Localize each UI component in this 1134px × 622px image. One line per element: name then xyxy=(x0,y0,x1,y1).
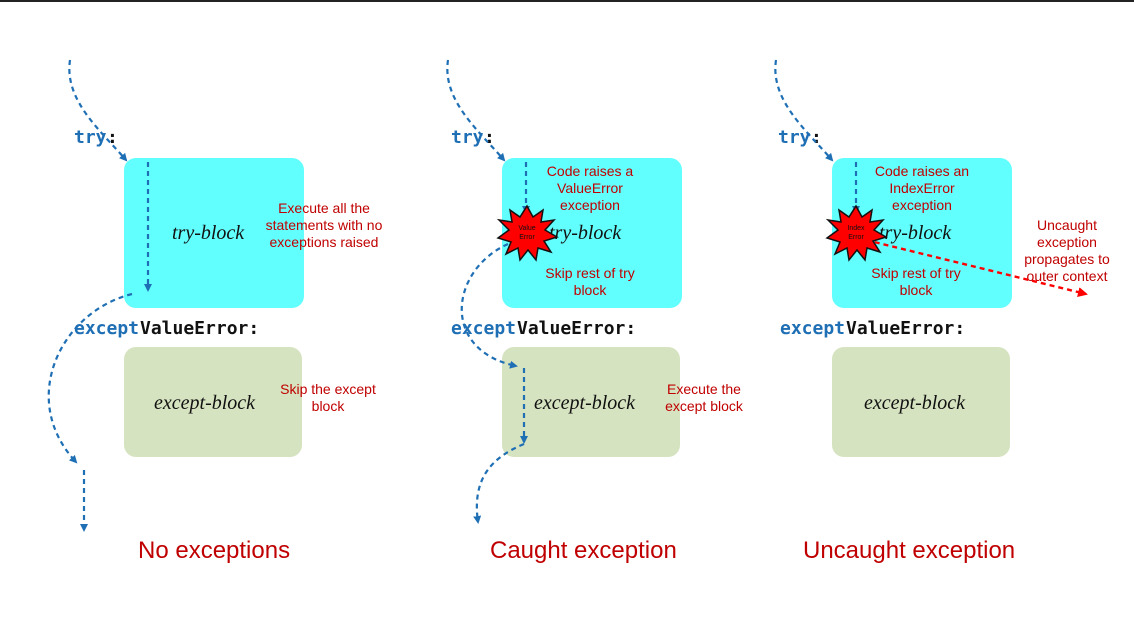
svg-text:Value: Value xyxy=(518,225,535,232)
explosion-icon-valueerror: Value Error xyxy=(496,204,559,262)
skip-note: Skip rest of try block xyxy=(545,265,635,298)
arrow-exit xyxy=(473,442,525,524)
try-block-box xyxy=(124,158,304,308)
arrow-propagate xyxy=(865,238,1088,297)
try-colon: : xyxy=(811,127,822,148)
try-keyword: try xyxy=(778,127,811,148)
except-keyword: except xyxy=(780,318,846,339)
explosion-icon-indexerror: Index Error xyxy=(825,204,888,262)
except-block-box xyxy=(502,347,680,457)
skip-note: Skip rest of try block xyxy=(871,265,961,298)
try-block-label: try-block xyxy=(172,222,245,244)
raise-note: Code raises an IndexError exception xyxy=(874,163,970,213)
caption: Caught exception xyxy=(490,537,677,564)
caption: No exceptions xyxy=(138,537,291,564)
try-note: Execute all the statements with no excep… xyxy=(265,200,383,250)
except-block-label: except-block xyxy=(864,392,966,414)
arrow-entry xyxy=(68,59,128,162)
try-block-label: try-block xyxy=(879,222,952,244)
caption: Uncaught exception xyxy=(803,537,1016,564)
top-rule xyxy=(0,0,1134,2)
svg-text:Index: Index xyxy=(847,225,865,232)
except-note: Execute the except block xyxy=(665,381,743,414)
except-keyword: except xyxy=(74,318,140,339)
try-colon: : xyxy=(484,127,495,148)
try-colon: : xyxy=(107,127,118,148)
except-block-box xyxy=(124,347,302,457)
except-block-label: except-block xyxy=(154,392,256,414)
except-exception-type: ValueError: xyxy=(846,318,966,339)
propagate-note: Uncaught exception propagates to outer c… xyxy=(1024,217,1110,284)
except-block-label: except-block xyxy=(534,392,636,414)
except-exception-type: ValueError: xyxy=(140,318,260,339)
try-keyword: try xyxy=(74,127,107,148)
svg-text:Error: Error xyxy=(848,234,864,241)
except-exception-type: ValueError: xyxy=(517,318,637,339)
except-note: Skip the except block xyxy=(280,381,376,414)
arrow-to-except xyxy=(460,242,518,369)
except-block-box xyxy=(832,347,1010,457)
try-block-label: try-block xyxy=(549,222,622,244)
arrow-exit-curve xyxy=(47,292,133,464)
raise-note: Code raises a ValueError exception xyxy=(546,163,634,213)
arrow-entry xyxy=(774,59,834,162)
svg-text:Error: Error xyxy=(519,234,535,241)
try-keyword: try xyxy=(451,127,484,148)
arrow-entry xyxy=(446,59,506,162)
